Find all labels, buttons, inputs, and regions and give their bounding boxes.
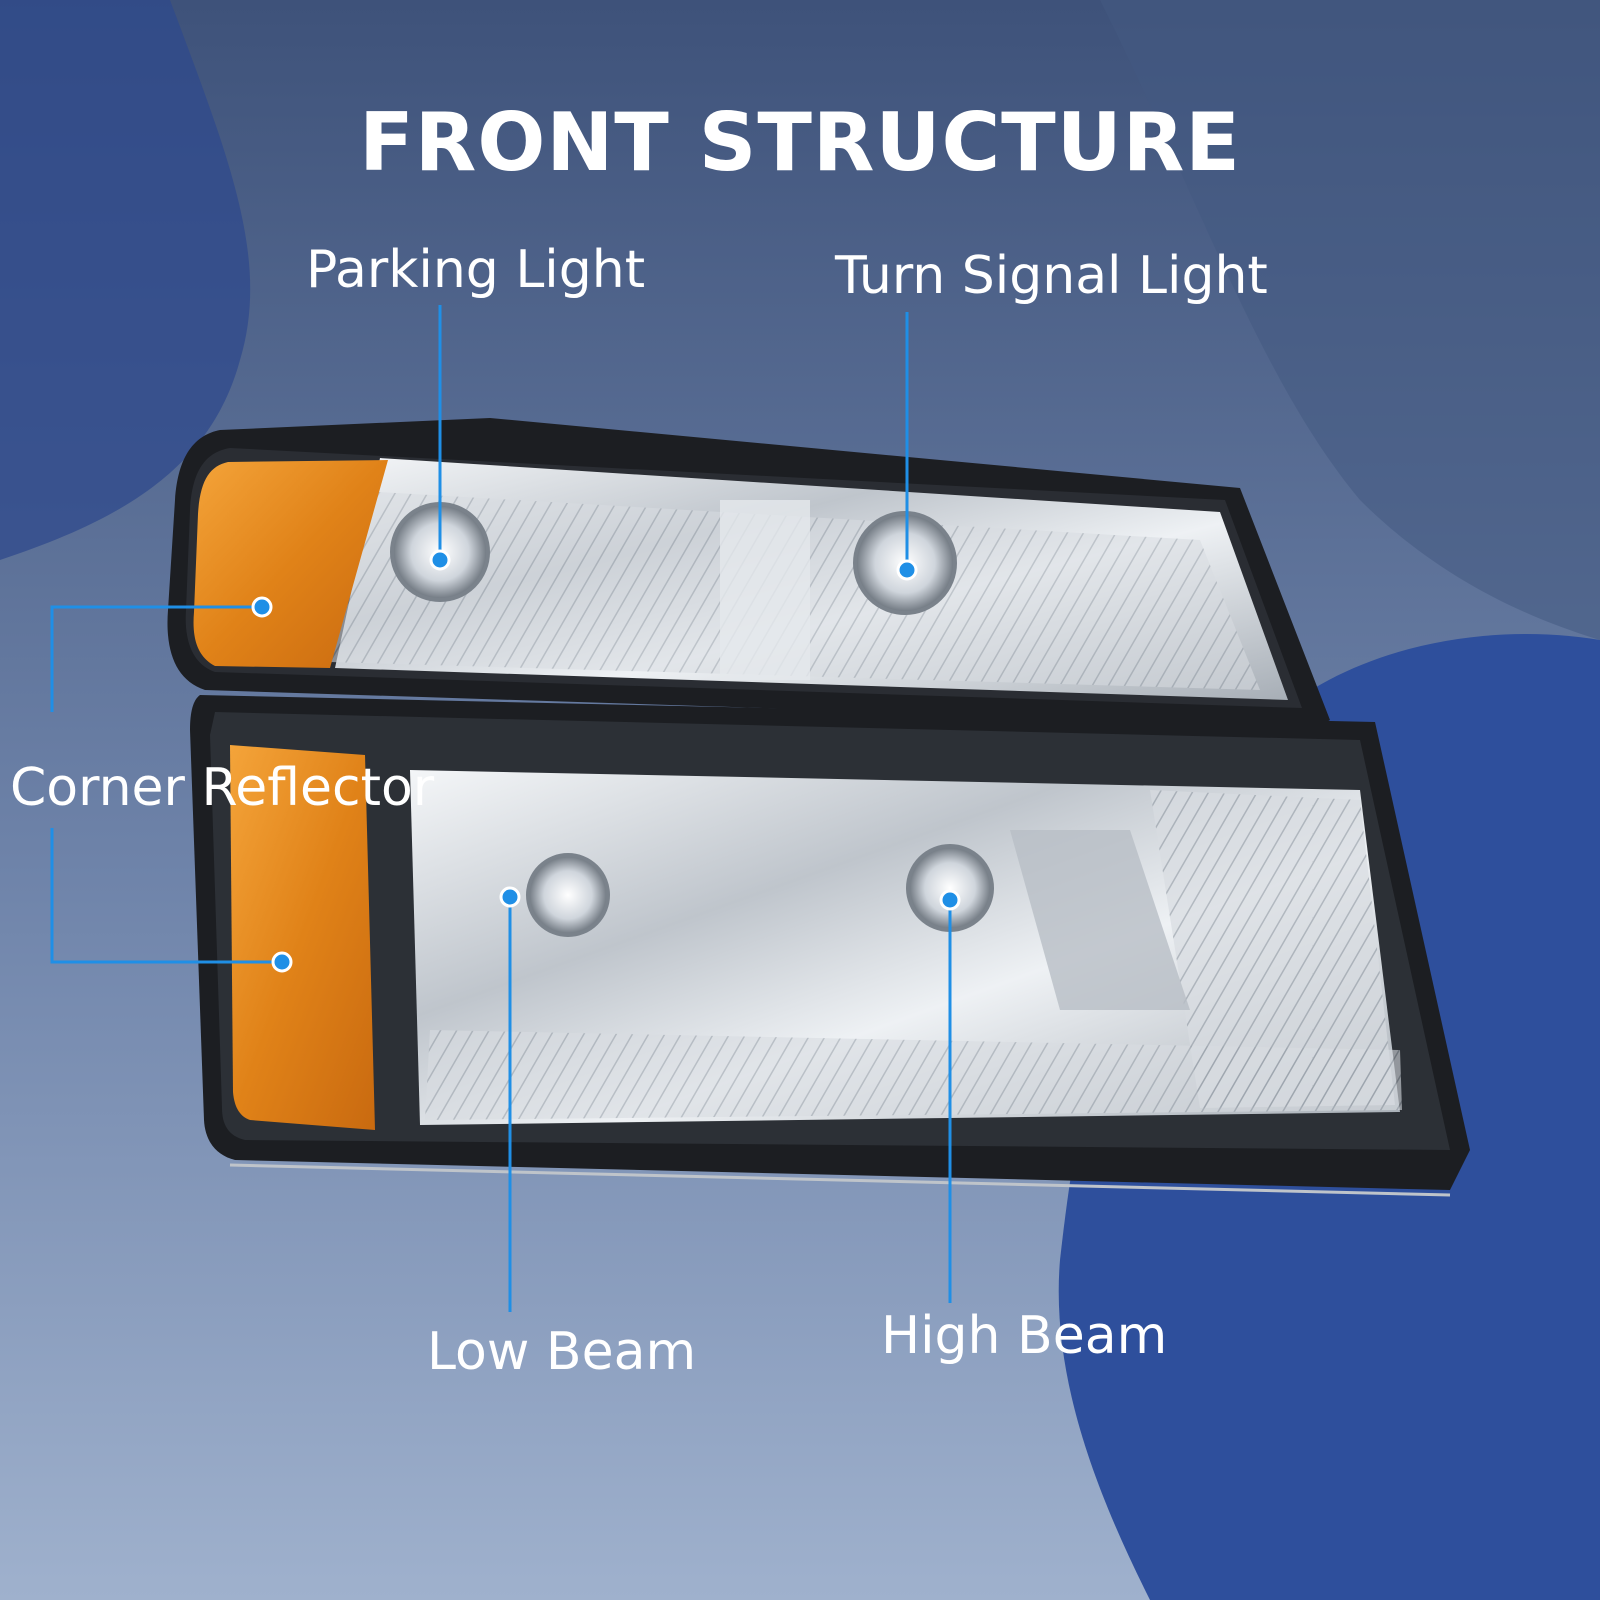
callout-turn-signal-light: Turn Signal Light: [835, 246, 1268, 306]
callout-parking-light: Parking Light: [306, 240, 646, 300]
callout-low-beam: Low Beam: [427, 1322, 697, 1382]
turn-signal-dot: [896, 559, 918, 581]
low-beam-dot: [499, 886, 521, 908]
corner-reflector-dot-top: [251, 596, 273, 618]
callout-dots: [251, 549, 961, 973]
callout-lines: [50, 305, 952, 1312]
background-wave-top-right: [1100, 0, 1600, 640]
park-turn-lamp: [167, 418, 1330, 726]
callout-corner-reflector: Corner Reflector: [10, 758, 435, 818]
callout-high-beam: High Beam: [881, 1306, 1168, 1366]
corner-reflector-line-bottom: [50, 828, 282, 964]
high-beam-dot: [939, 889, 961, 911]
page-title: FRONT STRUCTURE: [359, 96, 1241, 189]
corner-reflector-line-top: [50, 605, 262, 712]
background-wave-left: [0, 0, 251, 560]
corner-reflector-dot-bottom: [271, 951, 293, 973]
parking-light-dot: [429, 549, 451, 571]
